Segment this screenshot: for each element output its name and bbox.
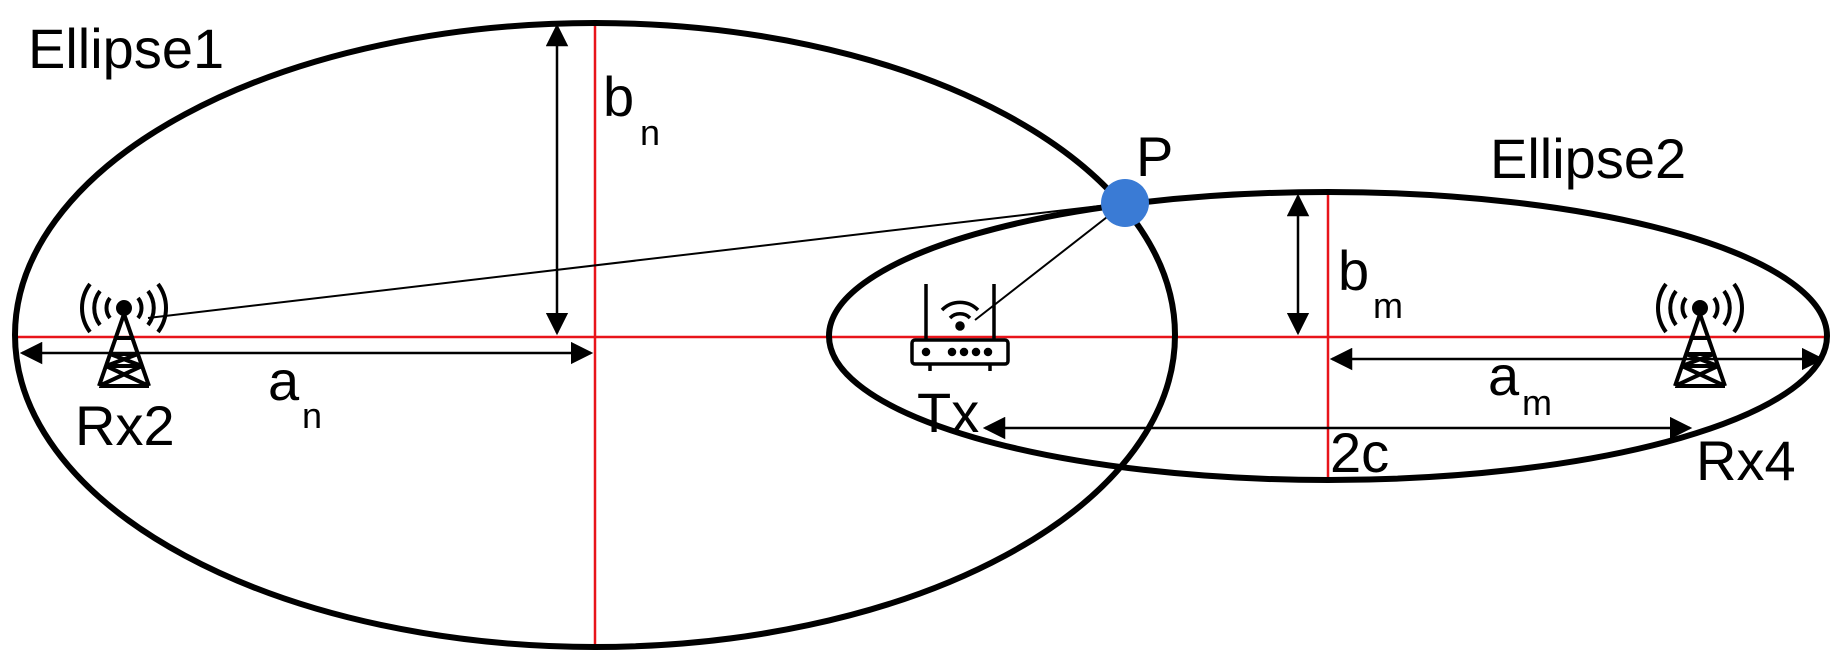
ellipse2 — [826, 189, 1830, 483]
ellipse1-semi-minor-label: b — [603, 65, 634, 128]
intersection-point-label: P — [1136, 125, 1173, 188]
ellipse2-semi-minor-label: b — [1338, 239, 1369, 302]
line-p-to-tx — [974, 202, 1126, 321]
rx2-label: Rx2 — [75, 394, 175, 457]
ellipse2-semi-minor-subscript: m — [1373, 285, 1403, 326]
rx4-label: Rx4 — [1696, 429, 1796, 492]
intersection-point-p — [1101, 179, 1149, 227]
focal-distance-label: 2c — [1330, 421, 1389, 484]
ellipse2-label: Ellipse2 — [1490, 127, 1686, 190]
line-p-to-rx2 — [147, 202, 1126, 319]
antenna-tower-icon — [80, 282, 168, 388]
wifi-router-icon — [910, 284, 1010, 371]
ellipse1-semi-minor-subscript: n — [640, 112, 660, 153]
ellipse2-semi-major-label: a — [1488, 344, 1520, 407]
ellipse1 — [12, 20, 1178, 650]
tx-label: Tx — [917, 381, 979, 444]
ellipse2-semi-major-subscript: m — [1522, 382, 1552, 423]
antenna-tower-icon — [1656, 282, 1744, 388]
ellipse1-semi-major-subscript: n — [302, 395, 322, 436]
ellipse1-semi-major-label: a — [268, 349, 300, 412]
ellipse1-label: Ellipse1 — [28, 17, 224, 80]
